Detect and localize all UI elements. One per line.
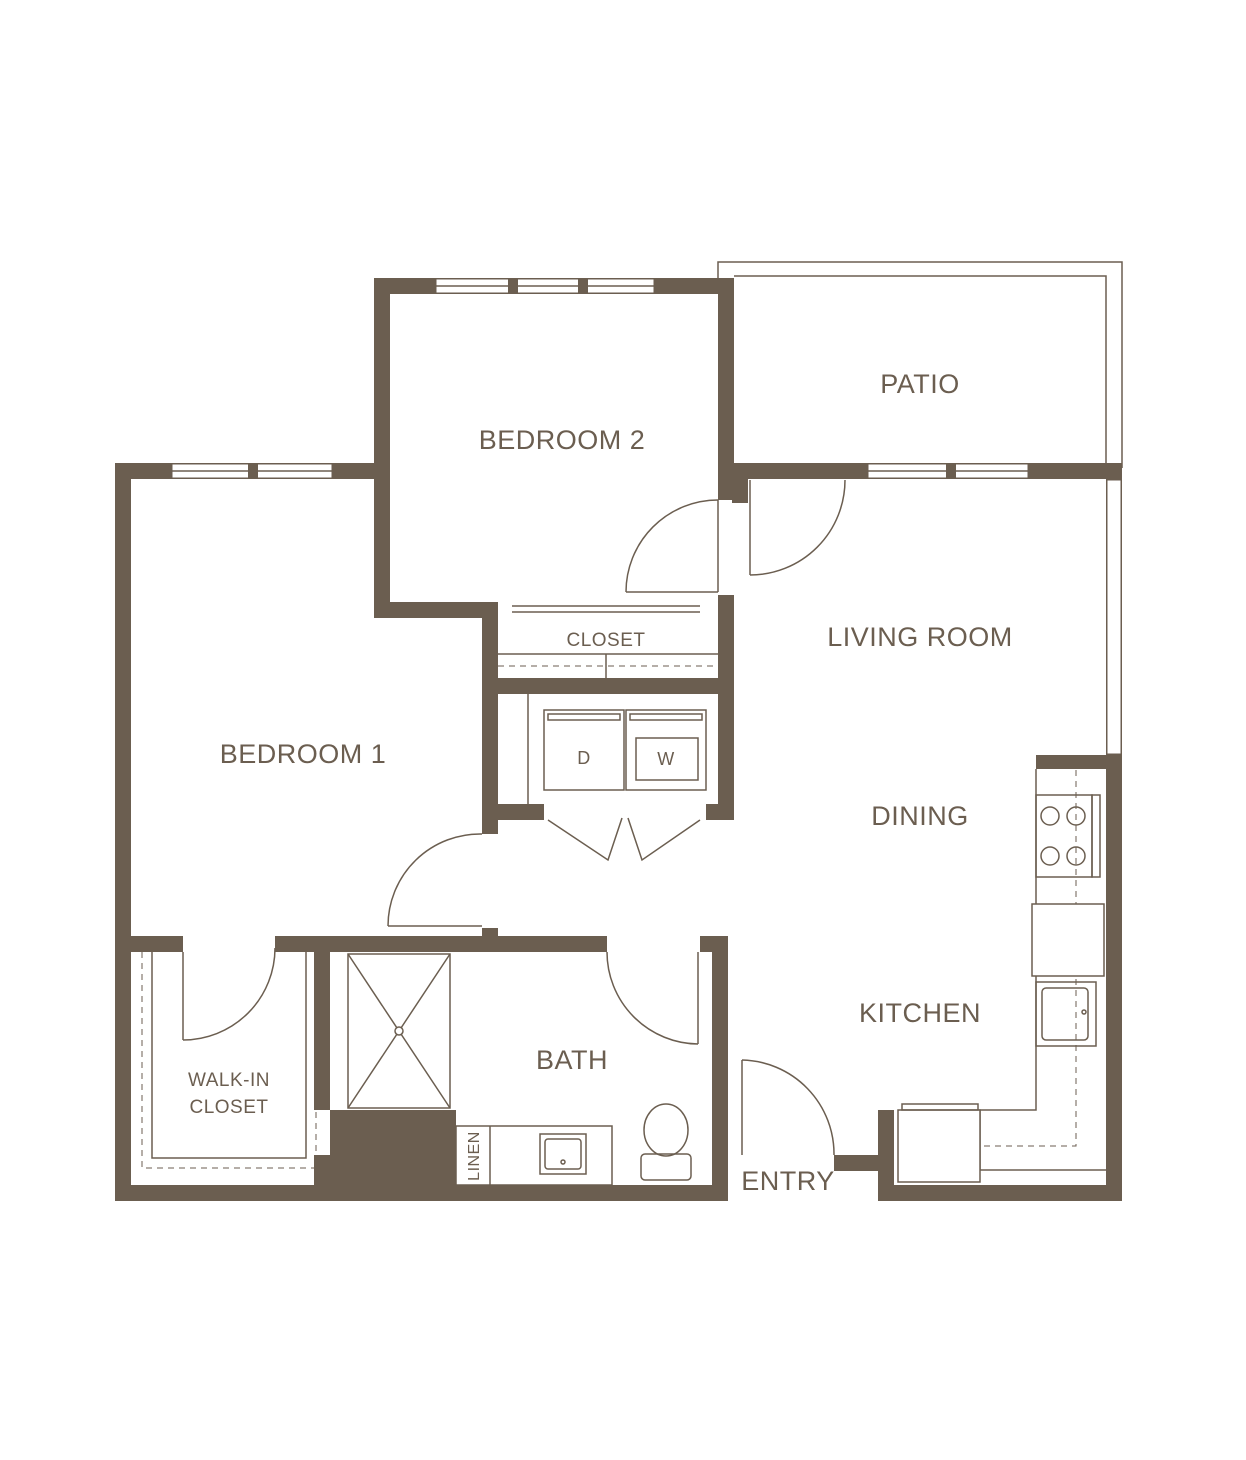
label-entry: ENTRY (741, 1166, 835, 1196)
label-living-room: LIVING ROOM (827, 622, 1013, 652)
label-linen: LINEN (466, 1131, 483, 1181)
label-patio: PATIO (880, 369, 960, 399)
label-kitchen: KITCHEN (859, 998, 981, 1028)
label-dining: DINING (871, 801, 969, 831)
room-labels: PATIO BEDROOM 2 LIVING ROOM CLOSET BEDRO… (188, 369, 1013, 1196)
reach-in-closet (498, 653, 718, 678)
label-dryer: D (577, 748, 591, 768)
windows (171, 278, 1122, 755)
label-washer: W (657, 749, 675, 769)
label-bedroom-1: BEDROOM 1 (220, 739, 387, 769)
bath-fixtures (347, 953, 692, 1186)
walk-in-closet-shelves (141, 952, 317, 1169)
label-walk-in-closet-line2: CLOSET (189, 1097, 268, 1118)
doors (182, 479, 846, 1156)
label-bedroom-2: BEDROOM 2 (479, 425, 646, 455)
label-closet: CLOSET (566, 630, 645, 651)
label-bath: BATH (536, 1045, 608, 1075)
patio-railing (717, 261, 1123, 468)
kitchen-counters (897, 769, 1106, 1183)
label-walk-in-closet-line1: WALK-IN (188, 1070, 270, 1091)
laundry-appliances (527, 694, 707, 804)
